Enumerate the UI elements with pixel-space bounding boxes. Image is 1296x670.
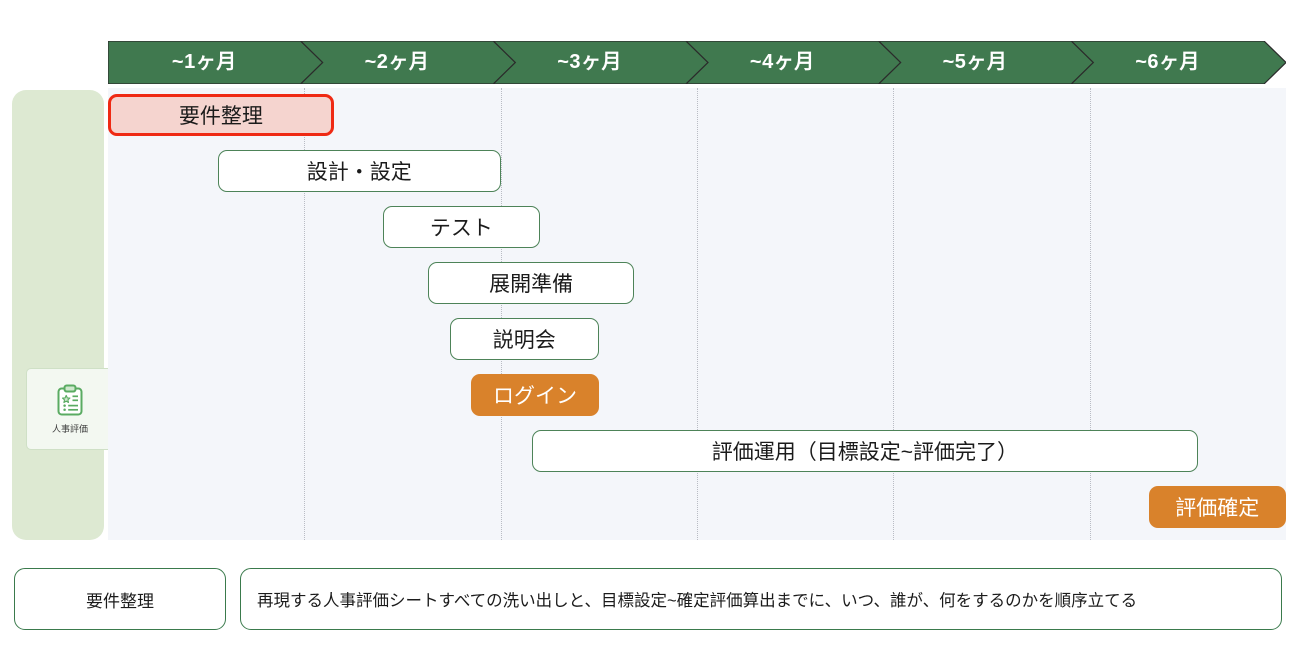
task-bar[interactable]: 設計・設定: [217, 150, 501, 192]
gridline-month-1: [304, 88, 306, 540]
task-bar[interactable]: 評価運用（目標設定~評価完了）: [532, 430, 1198, 472]
gridline-month-4: [893, 88, 895, 540]
footer-description-text: 再現する人事評価シートすべての洗い出しと、目標設定~確定評価算出までに、いつ、誰…: [257, 592, 1138, 610]
task-bar[interactable]: 要件整理: [108, 94, 334, 136]
timeline-phase-header: ~1ヶ月~2ヶ月~3ヶ月~4ヶ月~5ヶ月~6ヶ月: [108, 41, 1286, 84]
category-chip-label: 人事評価: [51, 423, 88, 434]
task-bar-label: 展開準備: [489, 273, 574, 296]
phase-chevrons: [108, 41, 1286, 84]
task-bar[interactable]: テスト: [382, 206, 540, 248]
category-card-hr: 人事評価: [12, 90, 114, 540]
task-bar-label: テスト: [429, 217, 493, 240]
task-bar-label: 評価確定: [1175, 497, 1260, 520]
task-bar[interactable]: 説明会: [449, 318, 599, 360]
phase-chevron-1: [108, 41, 324, 84]
task-bar-label: 説明会: [492, 329, 556, 352]
task-bar[interactable]: 展開準備: [428, 262, 635, 304]
gridline-month-3: [697, 88, 698, 540]
footer-term-box: 要件整理: [14, 568, 226, 630]
footer-legend-row: 要件整理 再現する人事評価シートすべての洗い出しと、目標設定~確定評価算出までに…: [0, 568, 1296, 634]
footer-term-label: 要件整理: [86, 591, 154, 611]
task-bar-label: ログイン: [493, 385, 577, 408]
task-bar-label: 設計・設定: [306, 161, 412, 184]
gridline-month-5: [1089, 88, 1091, 540]
task-bar-label: 要件整理: [178, 105, 263, 128]
task-bar[interactable]: ログイン: [471, 374, 599, 416]
gridline-month-2: [500, 88, 502, 540]
clipboard-checklist-icon: [55, 384, 85, 418]
phase-chevron-4: [685, 41, 902, 84]
phase-chevron-2: [299, 41, 517, 84]
category-chip[interactable]: 人事評価: [26, 368, 114, 450]
phase-chevron-3: [492, 41, 709, 84]
phase-chevron-5: [877, 41, 1095, 84]
task-bar[interactable]: 評価確定: [1148, 486, 1286, 528]
footer-description-box: 再現する人事評価シートすべての洗い出しと、目標設定~確定評価算出までに、いつ、誰…: [240, 568, 1282, 630]
task-bar-label: 評価運用（目標設定~評価完了）: [711, 441, 1018, 464]
gantt-chart-area: 要件整理設計・設定テスト展開準備説明会ログイン評価運用（目標設定~評価完了） 評価…: [108, 88, 1286, 540]
phase-chevron-6: [1070, 41, 1286, 84]
